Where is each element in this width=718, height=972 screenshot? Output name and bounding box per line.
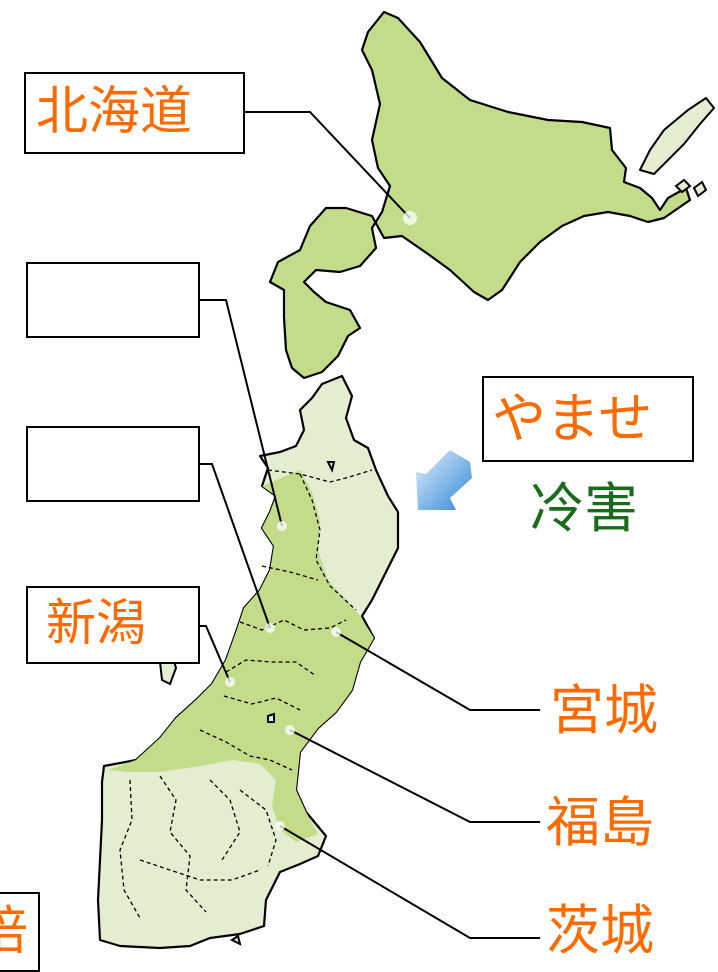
niigata-label: 新潟 [46, 594, 146, 652]
small-island [674, 178, 692, 194]
partial-label-box: 倍 [0, 892, 40, 972]
eastern-island [639, 97, 715, 175]
small-island [230, 934, 242, 946]
partial-label: 倍 [0, 906, 28, 958]
hokkaido-region [268, 10, 692, 380]
small-island [326, 461, 336, 473]
ibaraki-label: 茨城 [546, 899, 654, 962]
niigata-label-box [26, 586, 200, 664]
tohoku-dark-region [108, 470, 374, 842]
small-island [267, 712, 275, 723]
yamase-label-box [482, 376, 694, 462]
reigai-label: 冷害 [530, 477, 638, 540]
hokkaido-label-box [24, 72, 245, 154]
leader-lines [200, 111, 540, 939]
yamase-label: やませ [492, 387, 653, 450]
fukushima-label: 福島 [546, 791, 654, 854]
miyagi-label: 宮城 [550, 679, 658, 742]
small-island [692, 180, 708, 198]
hokkaido-label: 北海道 [36, 82, 193, 142]
wind-arrow-icon [416, 450, 472, 510]
pointer-highlights [225, 211, 417, 831]
blank-answer-box-upper[interactable] [26, 262, 200, 338]
prefecture-boundaries [119, 469, 373, 919]
blank-answer-box-lower[interactable] [26, 426, 200, 502]
